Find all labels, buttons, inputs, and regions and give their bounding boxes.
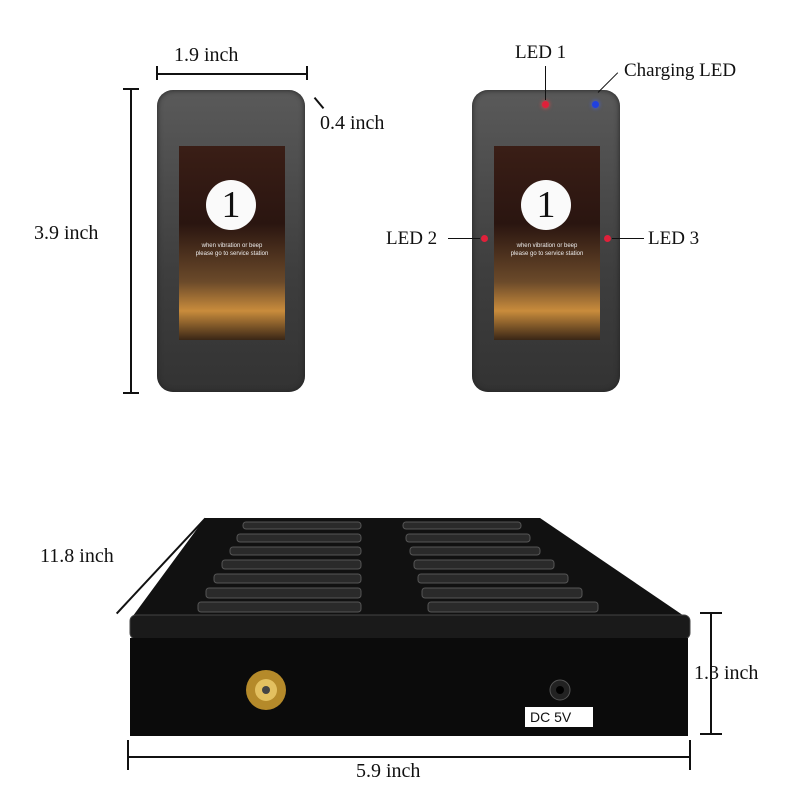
led-1-pointer bbox=[545, 66, 546, 100]
height-label: 3.9 inch bbox=[34, 222, 99, 244]
led-1-indicator bbox=[542, 101, 549, 108]
width-label: 1.9 inch bbox=[174, 44, 239, 66]
led-3-pointer bbox=[612, 238, 644, 239]
pager-number: 1 bbox=[521, 180, 571, 230]
led-2-indicator bbox=[481, 235, 488, 242]
power-port-label: DC 5V bbox=[530, 709, 572, 725]
height-tick-bottom bbox=[123, 392, 139, 394]
pager-screen: 1 when vibration or beep please go to ser… bbox=[494, 146, 600, 340]
base-width-tick-left bbox=[127, 740, 129, 770]
base-height-line bbox=[710, 612, 712, 734]
base-height-tick-bottom bbox=[700, 733, 722, 735]
pager-screen: 1 when vibration or beep please go to ser… bbox=[179, 146, 285, 340]
width-tick-right bbox=[306, 66, 308, 80]
width-dimension-line bbox=[157, 73, 307, 75]
led-2-pointer bbox=[448, 238, 480, 239]
message-line-1: when vibration or beep bbox=[201, 243, 263, 249]
thickness-line bbox=[313, 96, 325, 110]
led-3-label: LED 3 bbox=[648, 228, 700, 249]
led-1-label: LED 1 bbox=[515, 42, 567, 63]
base-width-tick-right bbox=[689, 740, 691, 770]
message-line-1: when vibration or beep bbox=[516, 243, 578, 249]
pager-message: when vibration or beep please go to servi… bbox=[183, 242, 281, 258]
led-2-label: LED 2 bbox=[386, 228, 438, 249]
charging-led-indicator bbox=[592, 101, 599, 108]
charging-led-label: Charging LED bbox=[624, 60, 737, 81]
message-line-2: please go to service station bbox=[195, 251, 269, 257]
led-3-indicator bbox=[604, 235, 611, 242]
base-width-line bbox=[128, 756, 690, 758]
width-tick-left bbox=[156, 66, 158, 80]
base-width-label: 5.9 inch bbox=[356, 760, 421, 782]
thickness-label: 0.4 inch bbox=[320, 112, 385, 134]
height-tick-top bbox=[123, 88, 139, 90]
charging-base bbox=[129, 518, 691, 736]
height-dimension-line bbox=[130, 88, 132, 393]
pager-number: 1 bbox=[206, 180, 256, 230]
pager-message: when vibration or beep please go to servi… bbox=[498, 242, 596, 258]
message-line-2: please go to service station bbox=[510, 251, 584, 257]
pager-front-left: 1 when vibration or beep please go to ser… bbox=[157, 90, 305, 392]
depth-label: 11.8 inch bbox=[40, 545, 114, 567]
base-height-label: 1.3 inch bbox=[694, 662, 759, 684]
base-height-tick-top bbox=[700, 612, 722, 614]
pager-front-right: 1 when vibration or beep please go to ser… bbox=[472, 90, 620, 392]
